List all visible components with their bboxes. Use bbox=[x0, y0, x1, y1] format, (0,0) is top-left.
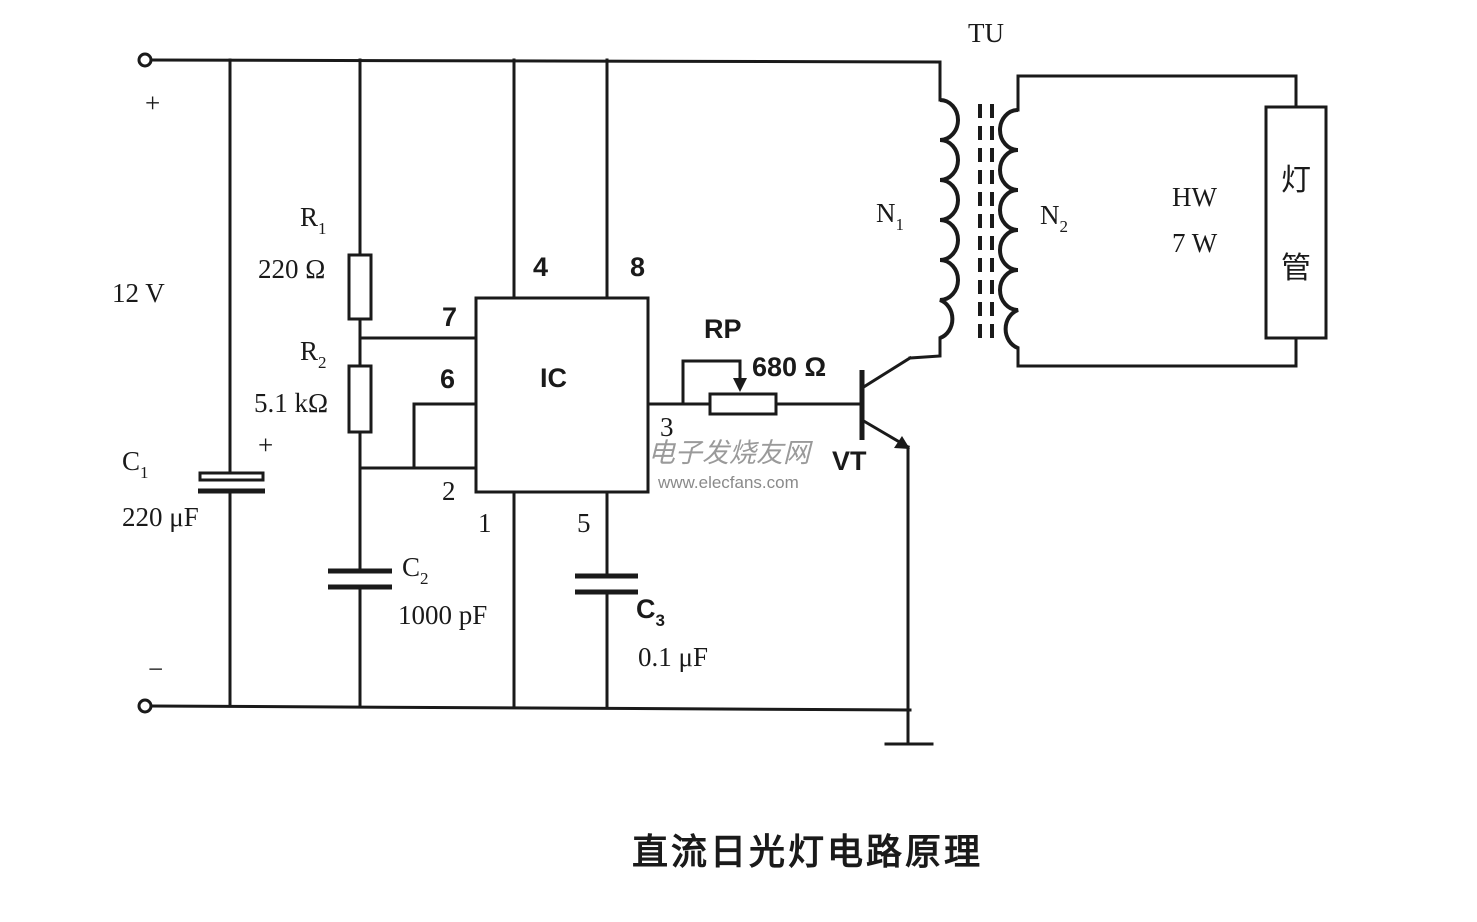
vt-collector bbox=[859, 355, 913, 391]
rp-wiper-loop bbox=[681, 359, 742, 406]
r2-resistor bbox=[347, 364, 373, 434]
r2-name-label: R2 bbox=[300, 336, 327, 372]
r2-value-label: 5.1 kΩ bbox=[254, 388, 328, 418]
n2-label: N2 bbox=[1040, 200, 1068, 236]
hw-name-label: HW bbox=[1172, 182, 1217, 212]
hw-value-label: 7 W bbox=[1172, 228, 1218, 258]
c1-plus-label: + bbox=[258, 430, 273, 460]
c2-name-label: C2 bbox=[402, 552, 429, 588]
supply-voltage-label: 12 V bbox=[112, 278, 165, 308]
pin1-label: 1 bbox=[478, 508, 492, 538]
pin5-label: 5 bbox=[577, 508, 591, 538]
c1-plate-top bbox=[198, 471, 265, 482]
plus-terminal-label: + bbox=[145, 88, 160, 118]
rp-wiper-arrow bbox=[733, 378, 747, 392]
bottom-rail bbox=[148, 704, 912, 712]
n1-label: N1 bbox=[876, 198, 904, 234]
vt-emitter-arrow bbox=[894, 436, 910, 449]
positive-terminal bbox=[137, 52, 153, 68]
n2-bottom-lead bbox=[1016, 336, 1298, 368]
lamp-char-bottom: 管 bbox=[1281, 251, 1311, 286]
collector-to-n1 bbox=[908, 336, 942, 360]
pin2-label: 2 bbox=[442, 476, 456, 506]
n1-winding bbox=[939, 98, 960, 340]
tu-label: TU bbox=[968, 18, 1004, 48]
pin6-label: 6 bbox=[440, 364, 455, 394]
pin4-label: 4 bbox=[533, 252, 548, 282]
negative-terminal bbox=[137, 698, 153, 714]
figure-caption: 直流日光灯电路原理 bbox=[632, 832, 983, 873]
lamp-char-top: 灯 bbox=[1281, 163, 1311, 198]
r1-name-label: R1 bbox=[300, 202, 327, 238]
watermark-cn: 电子发烧友网 bbox=[648, 438, 813, 469]
c3-value-label: 0.1 μF bbox=[638, 642, 708, 672]
pin8-label: 8 bbox=[630, 252, 645, 282]
pin3-label: 3 bbox=[660, 412, 674, 442]
top-rail bbox=[148, 58, 942, 64]
pin7-label: 7 bbox=[442, 302, 457, 332]
watermark-url: www.elecfans.com bbox=[657, 473, 799, 492]
ic-chip bbox=[474, 296, 650, 494]
c1-name-label: C1 bbox=[122, 446, 149, 482]
minus-terminal-label: − bbox=[148, 654, 163, 684]
n2-top-lead bbox=[1016, 74, 1298, 112]
c1-value-label: 220 μF bbox=[122, 502, 199, 532]
rp-potentiometer bbox=[708, 392, 778, 416]
c2-value-label: 1000 pF bbox=[398, 600, 487, 630]
ic-label: IC bbox=[540, 363, 567, 393]
r1-value-label: 220 Ω bbox=[258, 254, 325, 284]
rp-value-label: 680 Ω bbox=[752, 352, 826, 382]
rp-name-label: RP bbox=[704, 314, 742, 344]
vt-label: VT bbox=[832, 446, 867, 476]
n2-winding bbox=[998, 108, 1019, 350]
c3-name-label: C3 bbox=[636, 594, 665, 630]
r1-resistor bbox=[347, 253, 373, 321]
fluorescent-tube bbox=[1264, 105, 1328, 340]
